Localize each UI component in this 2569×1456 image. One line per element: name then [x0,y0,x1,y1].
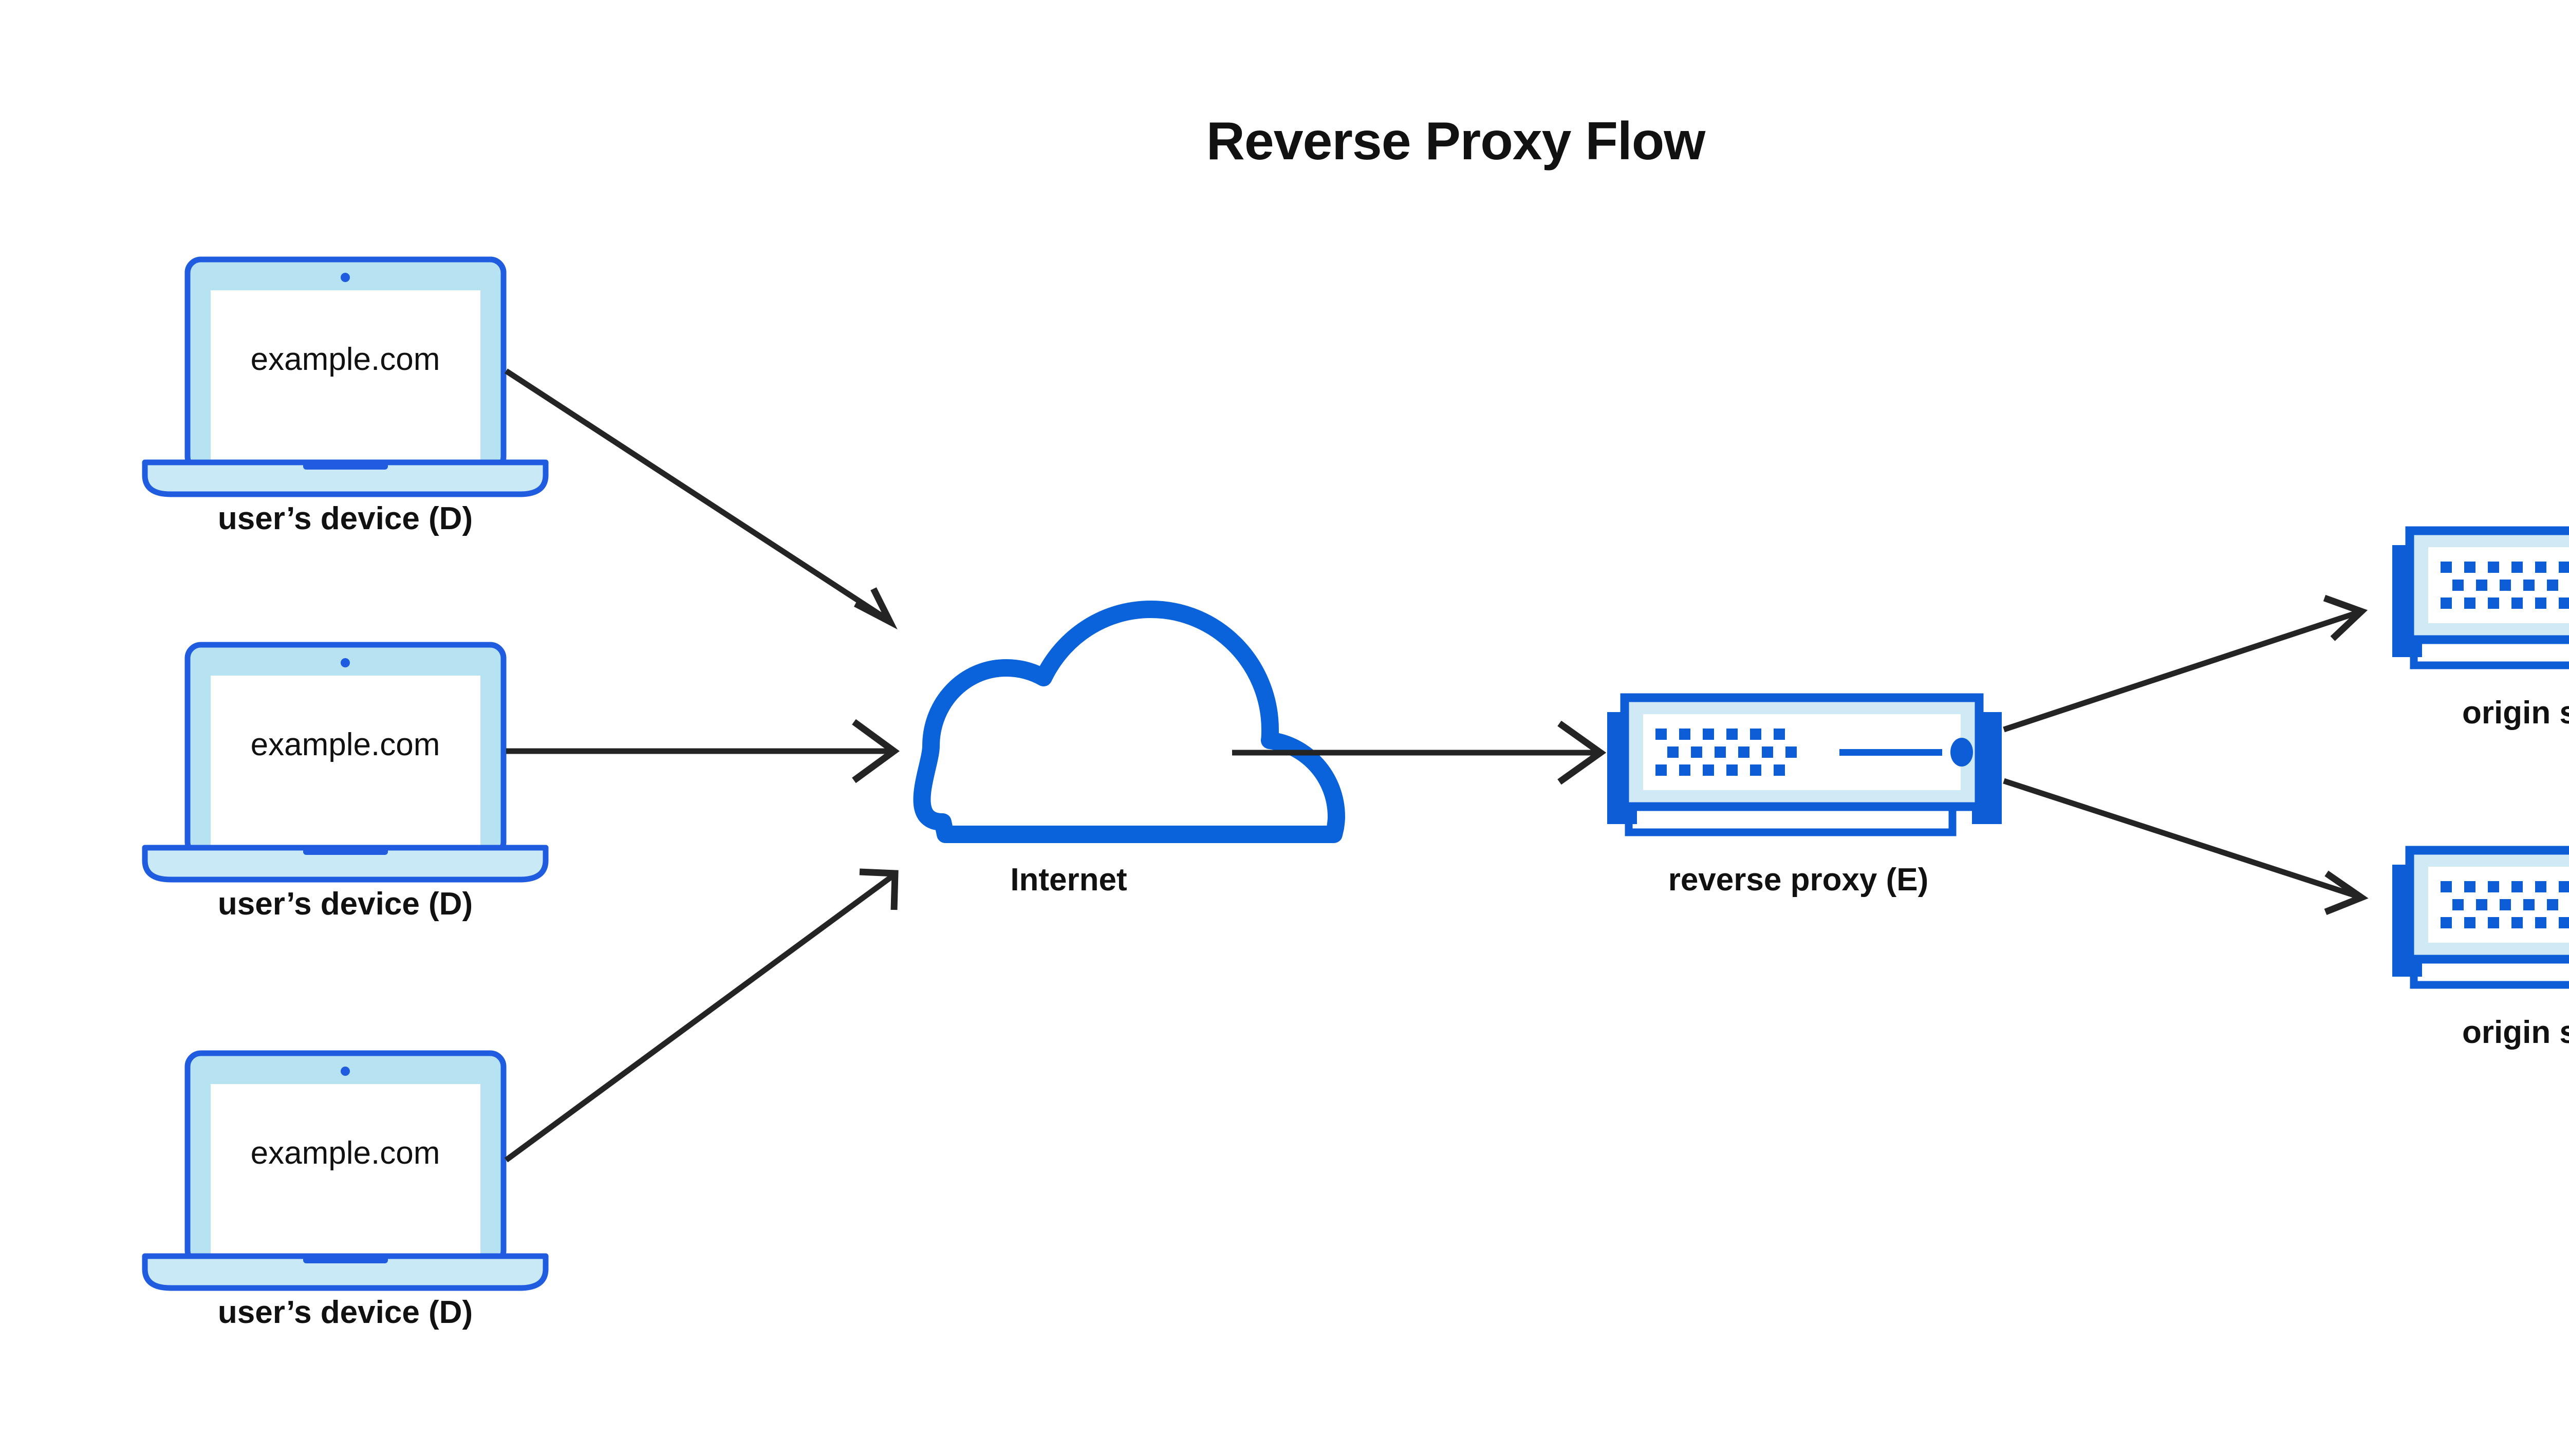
laptop-trackpad-notch [303,1255,388,1263]
laptop-camera-icon [341,1067,350,1076]
server-status-dot [1950,738,1973,767]
laptop-base [142,459,549,497]
laptop-trackpad-notch [303,847,388,855]
laptop-screen [211,676,480,845]
laptop-base [142,1253,549,1291]
page-title: Reverse Proxy Flow [1206,111,1706,171]
server-panel [2428,547,2569,623]
origin-top-label: origin server (F) [2462,695,2569,731]
server-panel [2428,867,2569,943]
cloud-icon-internet[interactable] [913,601,1345,843]
internet-label: Internet [1010,862,1127,898]
server-vent-grid [2441,562,2569,609]
laptop-screen [211,290,480,460]
server-vent-grid [2441,881,2569,928]
device-top-label: user’s device (D) [218,501,473,536]
arrow-device-top-to-internet [504,368,898,630]
laptop-trackpad-notch [303,461,388,470]
laptop-icon-device-bottom[interactable] [142,1050,549,1291]
cloud-shape [913,601,1345,843]
device-bottom-screen-text: example.com [251,1135,440,1171]
server-icon-origin-top[interactable] [2392,526,2569,669]
arrow-proxy-to-origin-top [2003,594,2368,733]
laptop-screen [211,1084,480,1254]
device-top-screen-text: example.com [251,342,440,377]
laptop-icon-device-top[interactable] [142,256,549,497]
device-bottom-label: user’s device (D) [218,1295,473,1330]
laptop-camera-icon [341,273,350,282]
arrow-device-bottom-to-internet [504,868,899,1163]
device-middle-screen-text: example.com [251,727,440,762]
server-status-line [1839,749,1942,756]
laptop-camera-icon [341,658,350,667]
server-vent-grid [1655,729,1797,776]
arrow-proxy-to-origin-bottom [2003,778,2369,916]
origin-bottom-label: origin server (F) [2462,1015,2569,1050]
arrow-internet-to-proxy [1232,720,1607,785]
device-middle-label: user’s device (D) [218,886,473,922]
reverse-proxy-label: reverse proxy (E) [1668,862,1929,898]
server-icon-reverse-proxy[interactable] [1607,693,2002,836]
server-icon-origin-bottom[interactable] [2392,846,2569,989]
arrow-device-middle-to-internet [506,719,900,783]
laptop-base [142,845,549,883]
laptop-icon-device-middle[interactable] [142,642,549,883]
